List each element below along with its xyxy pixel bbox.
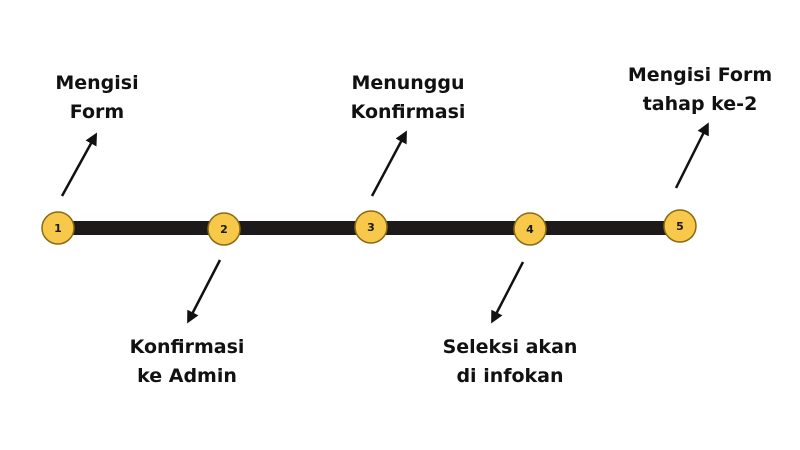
step-2-arrow [187, 259, 222, 324]
step-1-label-line-2: Form [69, 101, 125, 123]
step-5-number: 5 [676, 220, 684, 233]
step-3-label-line-2: Konfirmasi [350, 101, 466, 123]
step-5-label: Mengisi Form tahap ke-2 [628, 61, 772, 119]
step-4-label-line-2: di infokan [456, 365, 564, 387]
step-5-label-line-1: Mengisi Form [627, 64, 773, 86]
step-1-arrow [60, 132, 98, 197]
step-1-label-line-1: Mengisi [55, 72, 139, 94]
step-2-label-line-2: ke Admin [137, 365, 237, 387]
step-1-number: 1 [54, 222, 62, 235]
step-4-number: 4 [526, 223, 534, 236]
step-4-label-line-1: Seleksi akan [442, 336, 578, 358]
step-4-arrow [491, 261, 525, 324]
step-1-node: 1 [41, 211, 75, 245]
step-5-node: 5 [663, 209, 697, 243]
step-2-label-line-1: Konfirmasi [129, 336, 245, 358]
step-3-label: Menunggu Konfirmasi [351, 69, 466, 127]
step-2-number: 2 [220, 223, 228, 236]
step-5-arrow [674, 122, 709, 189]
step-3-arrow [370, 130, 407, 197]
step-4-label: Seleksi akan di infokan [443, 333, 578, 391]
step-1-label: Mengisi Form [55, 69, 138, 127]
step-2-node: 2 [207, 212, 241, 246]
step-4-node: 4 [513, 212, 547, 246]
step-3-node: 3 [354, 210, 388, 244]
step-2-label: Konfirmasi ke Admin [130, 333, 245, 391]
step-3-number: 3 [367, 221, 375, 234]
step-3-label-line-1: Menunggu [351, 72, 465, 94]
step-5-label-line-2: tahap ke-2 [642, 93, 758, 115]
